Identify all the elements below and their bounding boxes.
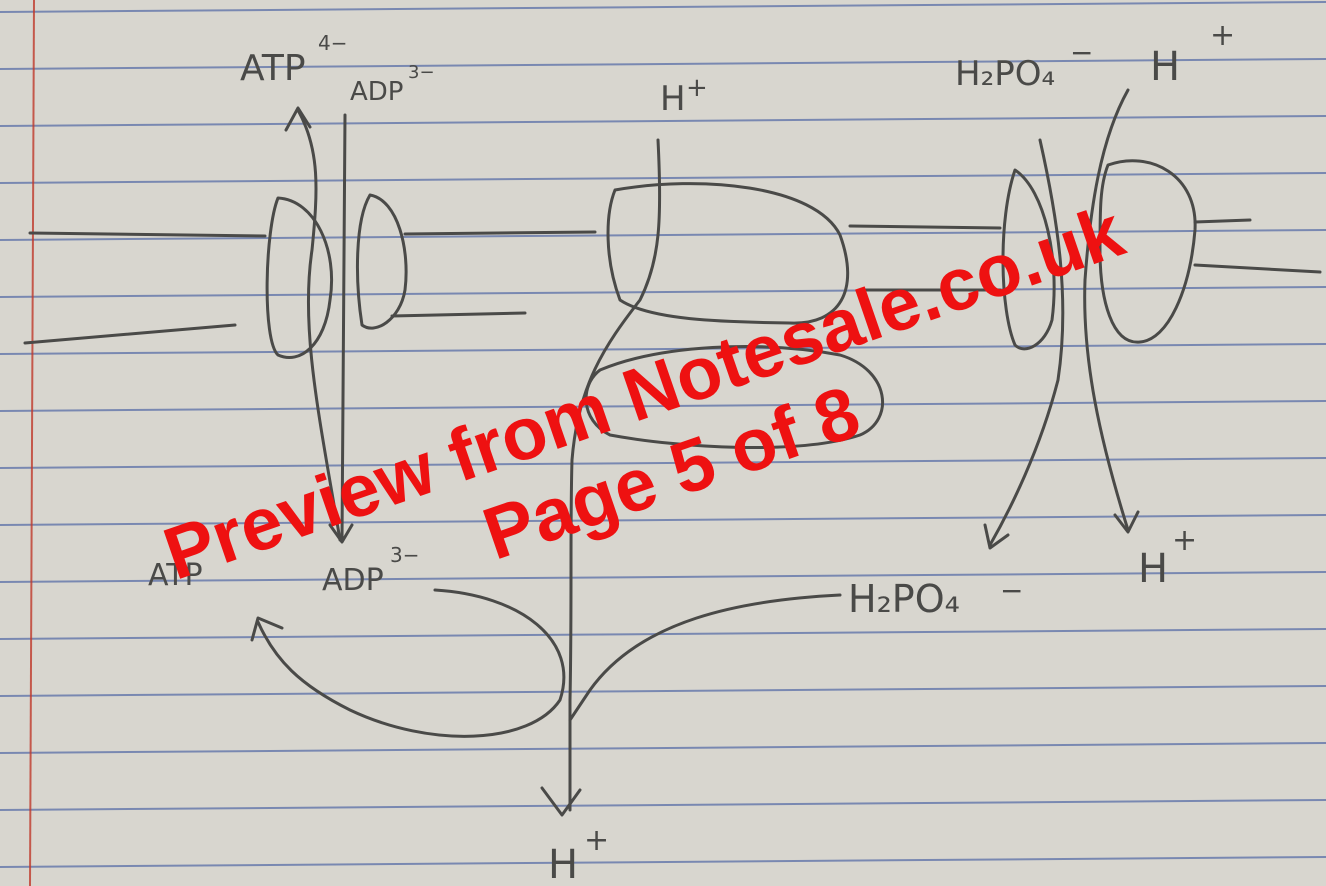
- h-center-top-label: H: [660, 79, 686, 119]
- ruled-line: [0, 685, 1326, 697]
- membrane-outer-mid: [403, 230, 597, 236]
- ruled-line: [0, 115, 1326, 127]
- ruled-line: [0, 229, 1326, 241]
- adp-top-charge: 3−: [408, 62, 435, 83]
- symporter-right-lobe: [1098, 159, 1197, 344]
- h-right-bottom-charge: +: [1172, 523, 1197, 558]
- membrane-outer-left: [28, 231, 267, 238]
- adp-in-arrowhead: [328, 523, 354, 544]
- adp-bottom-label: ADP: [322, 563, 384, 598]
- proton-path-arrow: [568, 138, 662, 812]
- ruled-line: [0, 742, 1326, 754]
- ruled-line: [0, 1, 1326, 13]
- proton-path-arrowhead: [540, 786, 582, 817]
- ruled-line: [0, 628, 1326, 640]
- h-bottom-charge: +: [584, 823, 609, 858]
- ruled-line: [0, 286, 1326, 298]
- pi-in-arrow: [568, 593, 842, 722]
- h-right-top-charge: +: [1210, 18, 1235, 53]
- ruled-line: [0, 172, 1326, 184]
- synthase-f0-ring: [606, 182, 850, 325]
- atp-out-arrowhead: [284, 106, 312, 132]
- membrane-outer-right2: [1193, 218, 1252, 224]
- pi-top-charge: −: [1070, 36, 1093, 69]
- ruled-line: [0, 457, 1326, 469]
- adp-in-arrow: [340, 113, 347, 542]
- atp-out-arrow: [296, 108, 342, 542]
- pi-top-label: H₂PO₄: [955, 54, 1055, 94]
- ruled-line: [0, 799, 1326, 811]
- h-bottom-label: H: [548, 842, 578, 886]
- adp-to-atp-arrow: [256, 588, 566, 738]
- membrane-outer-right1: [848, 224, 1002, 230]
- ruled-line: [0, 400, 1326, 412]
- adp-bottom-charge: 3−: [390, 543, 419, 567]
- adp-top-label: ADP: [350, 77, 404, 107]
- synthase-f1-head: [584, 345, 885, 450]
- membrane-inner-mid: [390, 311, 527, 318]
- ruled-line: [0, 571, 1326, 583]
- translocase-right-lobe: [355, 193, 408, 330]
- h-center-top-charge: +: [686, 73, 708, 103]
- ruled-line: [0, 856, 1326, 868]
- ruled-line: [0, 58, 1326, 70]
- pi-transport-arrow: [988, 138, 1065, 547]
- symporter-left-lobe: [1001, 168, 1056, 351]
- membrane-inner-right2: [1193, 263, 1322, 274]
- adp-to-atp-arrowhead: [250, 616, 284, 642]
- h-right-top-label: H: [1150, 44, 1180, 90]
- ruled-line: [0, 514, 1326, 526]
- ruled-lines: [0, 1, 1326, 868]
- atp-bottom-label: ATP: [148, 558, 203, 593]
- membrane-inner-left: [23, 323, 237, 345]
- margin-line: [29, 0, 35, 886]
- pi-bottom-charge: −: [1000, 574, 1023, 607]
- pi-transport-arrowhead: [983, 523, 1010, 550]
- ruled-line: [0, 343, 1326, 355]
- h-transport-arrow: [1083, 88, 1130, 532]
- atp-top-charge: 4−: [318, 31, 347, 55]
- h-transport-arrowhead: [1113, 510, 1140, 534]
- atp-top-label: ATP: [240, 48, 306, 89]
- pi-bottom-label: H₂PO₄: [848, 577, 960, 621]
- translocase-left-lobe: [265, 196, 333, 360]
- h-right-bottom-label: H: [1138, 546, 1168, 592]
